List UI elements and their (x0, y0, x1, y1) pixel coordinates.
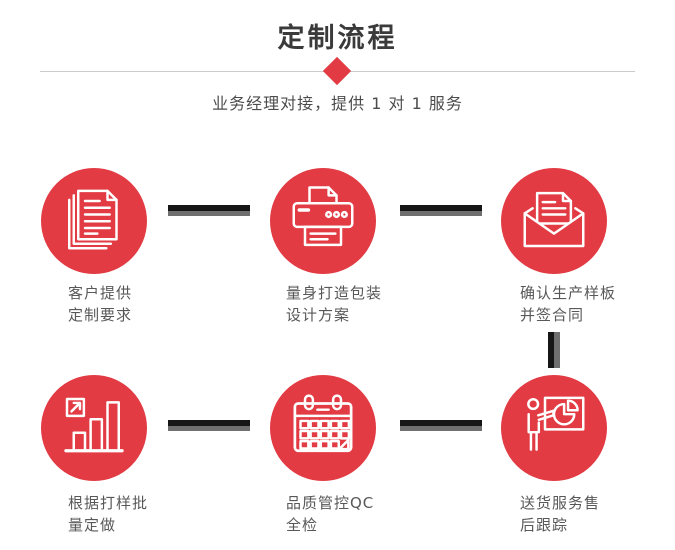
step-label-6-line1: 送货服务售 (520, 494, 601, 512)
calendar-icon (293, 394, 353, 453)
step-label-5-line2: 全检 (286, 516, 319, 534)
step-circle-customer-requirements (41, 168, 147, 274)
connector-step3-step6 (548, 332, 560, 368)
step-label-3-line2: 并签合同 (520, 306, 585, 324)
diamond-accent (322, 56, 352, 86)
step-circle-design-plan (270, 168, 376, 274)
connector-step1-step2 (168, 205, 250, 216)
bar-chart-icon (64, 397, 124, 453)
step-circle-sample-contract (501, 168, 607, 274)
step-label-5: 品质管控QC 全检 (286, 492, 374, 536)
step-label-2-line2: 设计方案 (286, 306, 351, 324)
step-label-3: 确认生产样板 并签合同 (520, 282, 616, 326)
step-label-1-line2: 定制要求 (68, 306, 133, 324)
documents-icon (68, 189, 118, 250)
connector-step5-step6 (400, 420, 482, 431)
envelope-icon (523, 191, 585, 248)
connector-step4-step5 (168, 420, 250, 431)
step-label-5-line1: 品质管控QC (286, 494, 375, 512)
step-label-2-line1: 量身打造包装 (286, 284, 383, 302)
page-title: 定制流程 (277, 23, 398, 54)
step-label-6: 送货服务售 后跟踪 (520, 492, 600, 536)
step-label-6-line2: 后跟踪 (520, 516, 569, 534)
step-label-3-line1: 确认生产样板 (520, 284, 617, 302)
presentation-icon (527, 396, 585, 451)
step-label-4-line1: 根据打样批 (68, 494, 149, 512)
connector-step2-step3 (400, 205, 482, 216)
step-label-2: 量身打造包装 设计方案 (286, 282, 382, 326)
step-label-1-line1: 客户提供 (68, 284, 133, 302)
printer-icon (292, 186, 354, 247)
step-label-4-line2: 量定做 (68, 516, 117, 534)
step-label-4: 根据打样批 量定做 (68, 492, 148, 536)
step-circle-batch-production (41, 375, 147, 481)
step-label-1: 客户提供 定制要求 (68, 282, 132, 326)
step-circle-delivery-tracking (501, 375, 607, 481)
page-subtitle: 业务经理对接，提供 1 对 1 服务 (212, 94, 463, 113)
step-circle-quality-control (270, 375, 376, 481)
